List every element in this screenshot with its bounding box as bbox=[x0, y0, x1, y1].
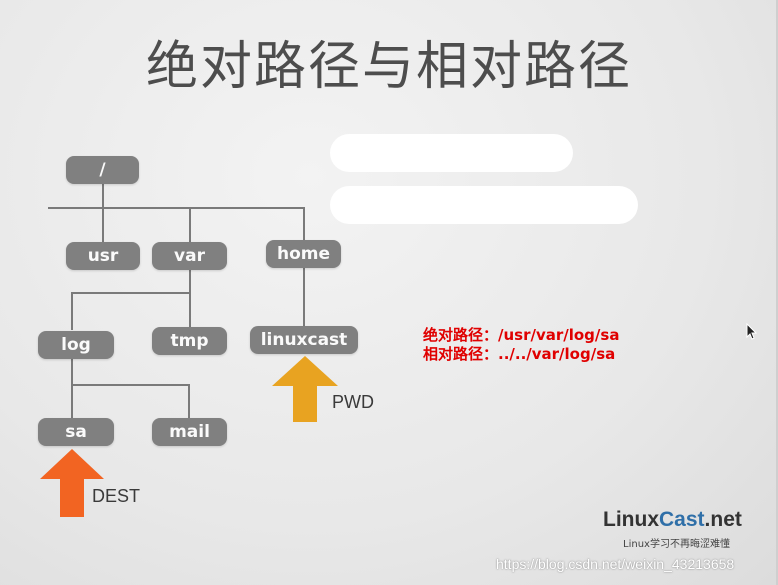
node-var: var bbox=[152, 242, 227, 270]
absolute-path-note: 绝对路径：/usr/var/log/sa bbox=[423, 326, 620, 344]
node-mail: mail bbox=[152, 418, 227, 446]
linuxcast-logo: LinuxCast.net bbox=[603, 508, 742, 532]
node-home: home bbox=[266, 240, 341, 268]
brand-tagline: Linux学习不再晦涩难懂 bbox=[623, 539, 730, 550]
csdn-watermark: https://blog.csdn.net/weixin_43213658 bbox=[496, 556, 735, 572]
tree-connector bbox=[102, 207, 104, 243]
tree-connector bbox=[48, 207, 305, 209]
brand-name-part2: Cast bbox=[659, 508, 705, 531]
tree-connector bbox=[303, 207, 305, 243]
dest-label: DEST bbox=[92, 486, 141, 506]
node-sa: sa bbox=[38, 418, 114, 446]
node-log: log bbox=[38, 331, 114, 359]
tree-connector bbox=[71, 292, 73, 330]
tree-connector bbox=[303, 267, 305, 327]
blank-answer-box-1 bbox=[330, 134, 573, 172]
tree-connector bbox=[71, 292, 191, 294]
node-tmp: tmp bbox=[152, 327, 227, 355]
node-linuxcast: linuxcast bbox=[250, 326, 358, 354]
tree-connector bbox=[189, 207, 191, 243]
brand-name-part1: Linux bbox=[603, 508, 659, 531]
pwd-label: PWD bbox=[332, 392, 374, 412]
tree-connector bbox=[71, 358, 73, 418]
node-usr: usr bbox=[66, 242, 140, 270]
blank-answer-box-2 bbox=[330, 186, 638, 224]
tree-connector bbox=[189, 269, 191, 329]
tree-connector bbox=[102, 183, 104, 207]
brand-name-part3: .net bbox=[704, 508, 742, 531]
tree-connector bbox=[188, 384, 190, 418]
node-root: / bbox=[66, 156, 139, 184]
slide-title: 绝对路径与相对路径 bbox=[145, 37, 632, 97]
pwd-arrow-icon bbox=[272, 356, 338, 422]
dest-arrow-icon bbox=[40, 449, 104, 517]
relative-path-note: 相对路径：../../var/log/sa bbox=[423, 345, 616, 363]
mouse-cursor-icon bbox=[746, 323, 758, 340]
tree-connector bbox=[71, 384, 190, 386]
